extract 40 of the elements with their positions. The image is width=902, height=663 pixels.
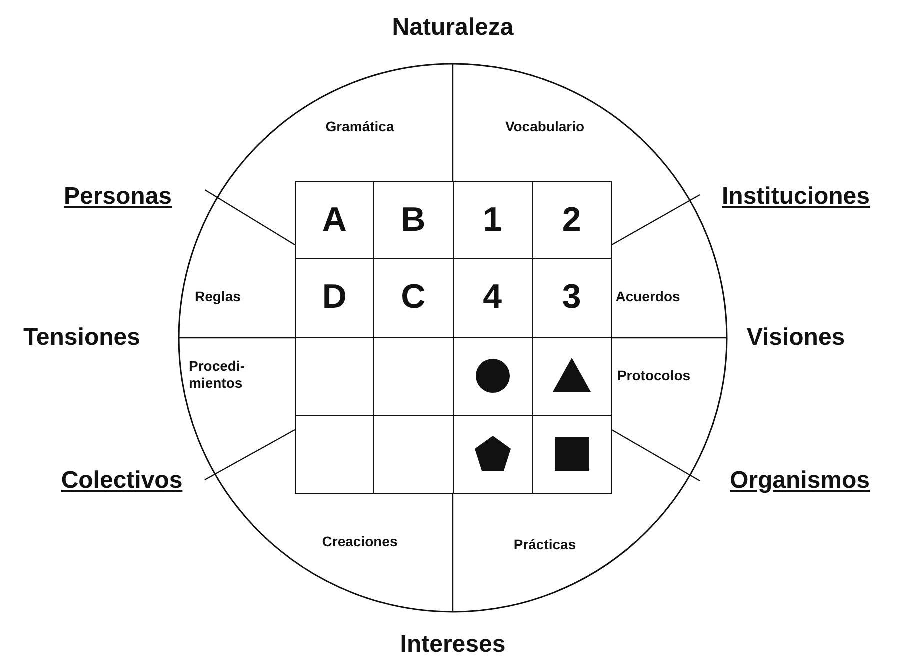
grid-cell xyxy=(454,259,533,338)
grid-cell xyxy=(295,259,374,338)
grid-cell xyxy=(532,259,612,338)
grid-cell xyxy=(454,416,533,494)
sector-label: Creaciones xyxy=(322,534,398,550)
sector-label: Prácticas xyxy=(514,536,576,554)
grid-cell xyxy=(454,181,533,260)
category-label: Colectivos xyxy=(61,467,183,495)
grid-cell xyxy=(532,338,612,416)
grid-cell xyxy=(374,338,454,416)
category-label: Naturaleza xyxy=(392,14,514,42)
grid-cell xyxy=(374,416,454,494)
category-label: Visiones xyxy=(746,324,846,352)
category-label: Tensiones xyxy=(24,324,140,352)
sector-label: Reglas xyxy=(195,288,241,306)
cell-symbol: B xyxy=(401,200,426,240)
grid-cell xyxy=(374,259,454,338)
cell-symbol: 2 xyxy=(562,200,582,240)
sector-label: Vocabulario xyxy=(505,118,585,136)
cell-symbol: C xyxy=(401,278,426,318)
category-label: Personas xyxy=(64,183,172,211)
grid-cell xyxy=(374,181,454,260)
cell-symbol: 1 xyxy=(483,200,502,240)
cell-symbol: 3 xyxy=(562,278,582,318)
grid-cell xyxy=(295,416,374,494)
cell-symbol: D xyxy=(322,278,347,318)
grid-cell xyxy=(532,181,612,260)
category-label: Intereses xyxy=(400,631,506,659)
cell-symbol: 4 xyxy=(483,278,502,318)
sector-label: Protocolos xyxy=(617,368,691,384)
sector-label: Acuerdos xyxy=(616,288,680,306)
grid-cell xyxy=(295,338,374,416)
category-label: Instituciones xyxy=(722,183,870,211)
sector-label: Procedi-mientos xyxy=(189,358,246,392)
grid-cell xyxy=(532,416,612,494)
cell-symbol: A xyxy=(322,200,347,240)
category-label: Organismos xyxy=(730,467,870,495)
grid-cell xyxy=(454,338,533,416)
grid-cell xyxy=(295,181,374,260)
sector-label: Gramática xyxy=(326,118,394,136)
